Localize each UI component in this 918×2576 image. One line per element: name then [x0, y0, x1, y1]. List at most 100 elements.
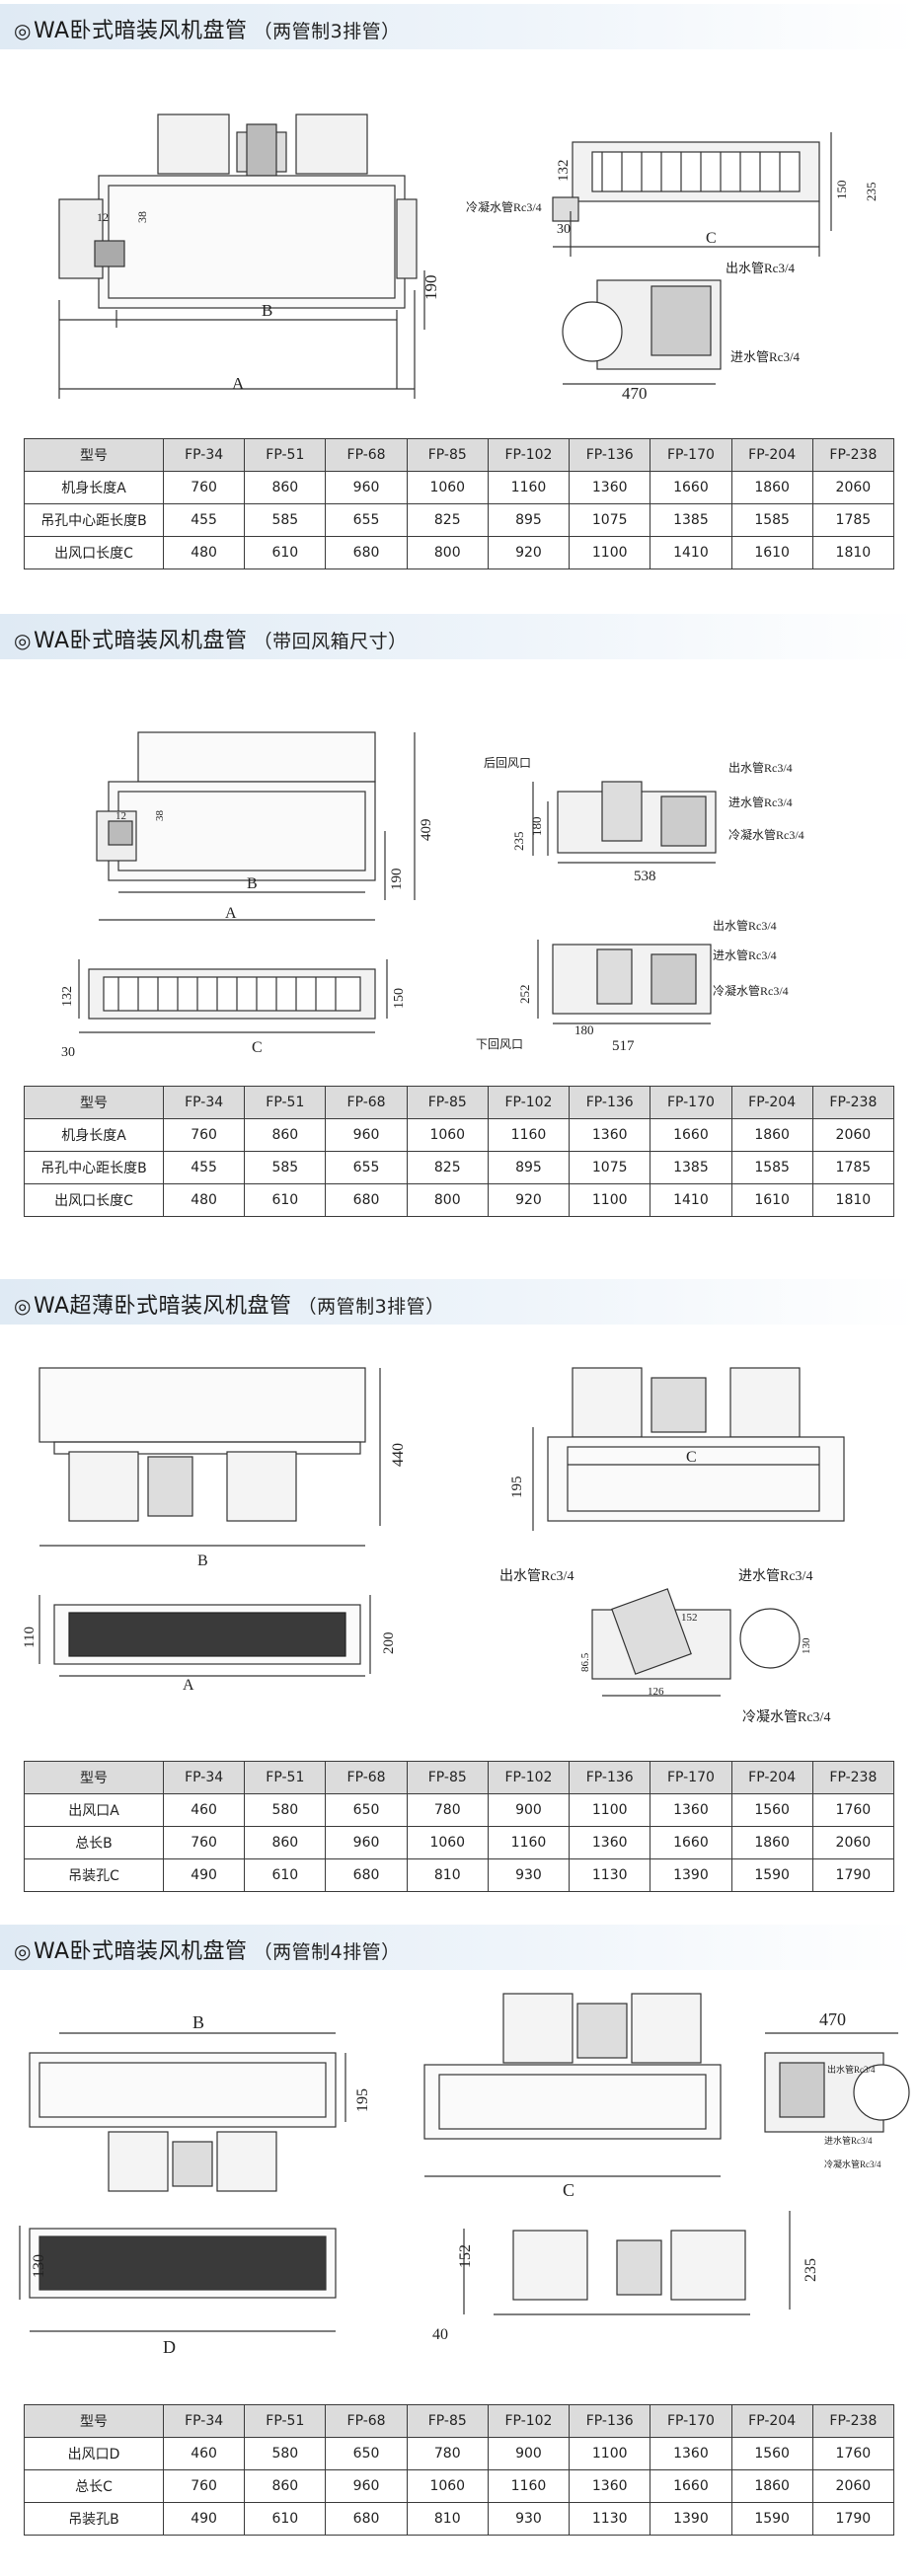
dim-235: 235	[803, 2258, 819, 2282]
dim-B: B	[197, 1553, 208, 1569]
label-drain-2: 冷凝水管Rc3/4	[713, 983, 789, 998]
label-drain: 冷凝水管Rc3/4	[824, 2159, 881, 2169]
section-1-title: ◎WA卧式暗装风机盘管（两管制3排管）	[14, 19, 401, 43]
label-drain: 冷凝水管Rc3/4	[728, 827, 804, 842]
label-inlet: 进水管Rc3/4	[738, 1568, 812, 1584]
dim-180: 180	[529, 817, 544, 837]
dim-C: C	[252, 1039, 263, 1056]
unit-front-view	[58, 114, 425, 399]
label-inlet-2: 进水管Rc3/4	[713, 947, 777, 962]
dim-38: 38	[154, 810, 166, 822]
dim-190: 190	[421, 275, 440, 301]
section-1-banner: ◎WA卧式暗装风机盘管（两管制3排管）	[0, 4, 918, 49]
dim-A: A	[225, 905, 237, 922]
dim-409: 409	[419, 819, 434, 842]
section-4: ◎WA卧式暗装风机盘管（两管制4排管） B 195 C 470 出水管Rc3/4…	[0, 1925, 918, 2566]
unit-side-view	[552, 132, 832, 257]
label-inlet: 进水管Rc3/4	[824, 2135, 873, 2146]
dim-538: 538	[634, 869, 656, 884]
dim-180b: 180	[574, 1023, 594, 1037]
dim-152: 152	[681, 1612, 698, 1624]
unit-end-view	[562, 279, 722, 385]
dim-A: A	[232, 374, 245, 393]
dim-B: B	[192, 2012, 204, 2032]
label-outlet: 出水管Rc3/4	[726, 261, 796, 275]
dim-40: 40	[432, 2326, 448, 2343]
dim-195: 195	[354, 2088, 371, 2112]
dim-150: 150	[834, 181, 849, 200]
dim-86: 86.5	[579, 1652, 591, 1672]
dim-12: 12	[115, 810, 126, 822]
section-4-banner: ◎WA卧式暗装风机盘管（两管制4排管）	[0, 1925, 918, 1970]
dim-38: 38	[135, 211, 149, 223]
section-4-title: ◎WA卧式暗装风机盘管（两管制4排管）	[14, 1939, 401, 1964]
dim-126: 126	[648, 1686, 664, 1698]
dim-D: D	[163, 2337, 176, 2357]
dim-517: 517	[612, 1038, 635, 1054]
dim-470: 470	[622, 384, 648, 403]
section-2-drawings: B A 190 409 12 38 538 235 180 后回风口 出水管Rc…	[60, 731, 804, 1060]
label-outlet-2: 出水管Rc3/4	[713, 918, 777, 933]
label-drain: 冷凝水管Rc3/4	[466, 199, 542, 214]
section-3-drawings: B 440 C 195 A 110 200 126 152 86.5 130 出…	[22, 1367, 845, 1725]
dim-470: 470	[819, 2009, 846, 2029]
dim-195: 195	[509, 1477, 525, 1499]
dim-200: 200	[381, 1632, 397, 1655]
label-back-return: 后回风口	[484, 756, 531, 770]
section-3-title: ◎WA超薄卧式暗装风机盘管（两管制3排管）	[14, 1294, 445, 1319]
section-3: ◎WA超薄卧式暗装风机盘管（两管制3排管） B 440 C 195 A 110 …	[0, 1279, 918, 1911]
dim-130: 130	[31, 2254, 47, 2278]
dim-235: 235	[511, 832, 526, 852]
section-3-banner: ◎WA超薄卧式暗装风机盘管（两管制3排管）	[0, 1279, 918, 1325]
dim-C: C	[686, 1449, 697, 1466]
label-outlet: 出水管Rc3/4	[728, 760, 793, 775]
dim-B: B	[247, 875, 258, 892]
section-2-banner: ◎WA卧式暗装风机盘管（带回风箱尺寸）	[0, 614, 918, 659]
label-inlet: 进水管Rc3/4	[728, 795, 793, 809]
dim-152: 152	[457, 2244, 474, 2268]
dim-B: B	[262, 301, 272, 320]
label-bottom-return: 下回风口	[476, 1037, 523, 1051]
label-outlet: 出水管Rc3/4	[499, 1568, 574, 1584]
dim-440: 440	[390, 1443, 407, 1467]
dim-150: 150	[392, 988, 407, 1009]
dim-235: 235	[864, 183, 879, 202]
dim-130: 130	[801, 1637, 812, 1654]
dim-A: A	[183, 1677, 194, 1694]
section-1: ◎WA卧式暗装风机盘管（两管制3排管） B A 190 12 38	[0, 4, 918, 602]
dim-132: 132	[556, 160, 572, 183]
label-inlet: 进水管Rc3/4	[730, 349, 801, 364]
dim-132: 132	[60, 986, 75, 1007]
section-4-drawings: B 195 C 470 出水管Rc3/4 进水管Rc3/4 冷凝水管Rc3/4 …	[19, 1993, 910, 2357]
dim-30: 30	[61, 1045, 75, 1060]
dim-252: 252	[517, 985, 532, 1005]
dim-190: 190	[389, 869, 405, 891]
dim-C: C	[563, 2180, 574, 2200]
dim-C: C	[706, 230, 717, 247]
section-2: ◎WA卧式暗装风机盘管（带回风箱尺寸） B A 190 409 12 38 53…	[0, 614, 918, 1265]
dim-12: 12	[97, 210, 109, 224]
section-2-title: ◎WA卧式暗装风机盘管（带回风箱尺寸）	[14, 629, 408, 653]
dim-110: 110	[22, 1627, 38, 1648]
label-outlet: 出水管Rc3/4	[827, 2064, 876, 2075]
